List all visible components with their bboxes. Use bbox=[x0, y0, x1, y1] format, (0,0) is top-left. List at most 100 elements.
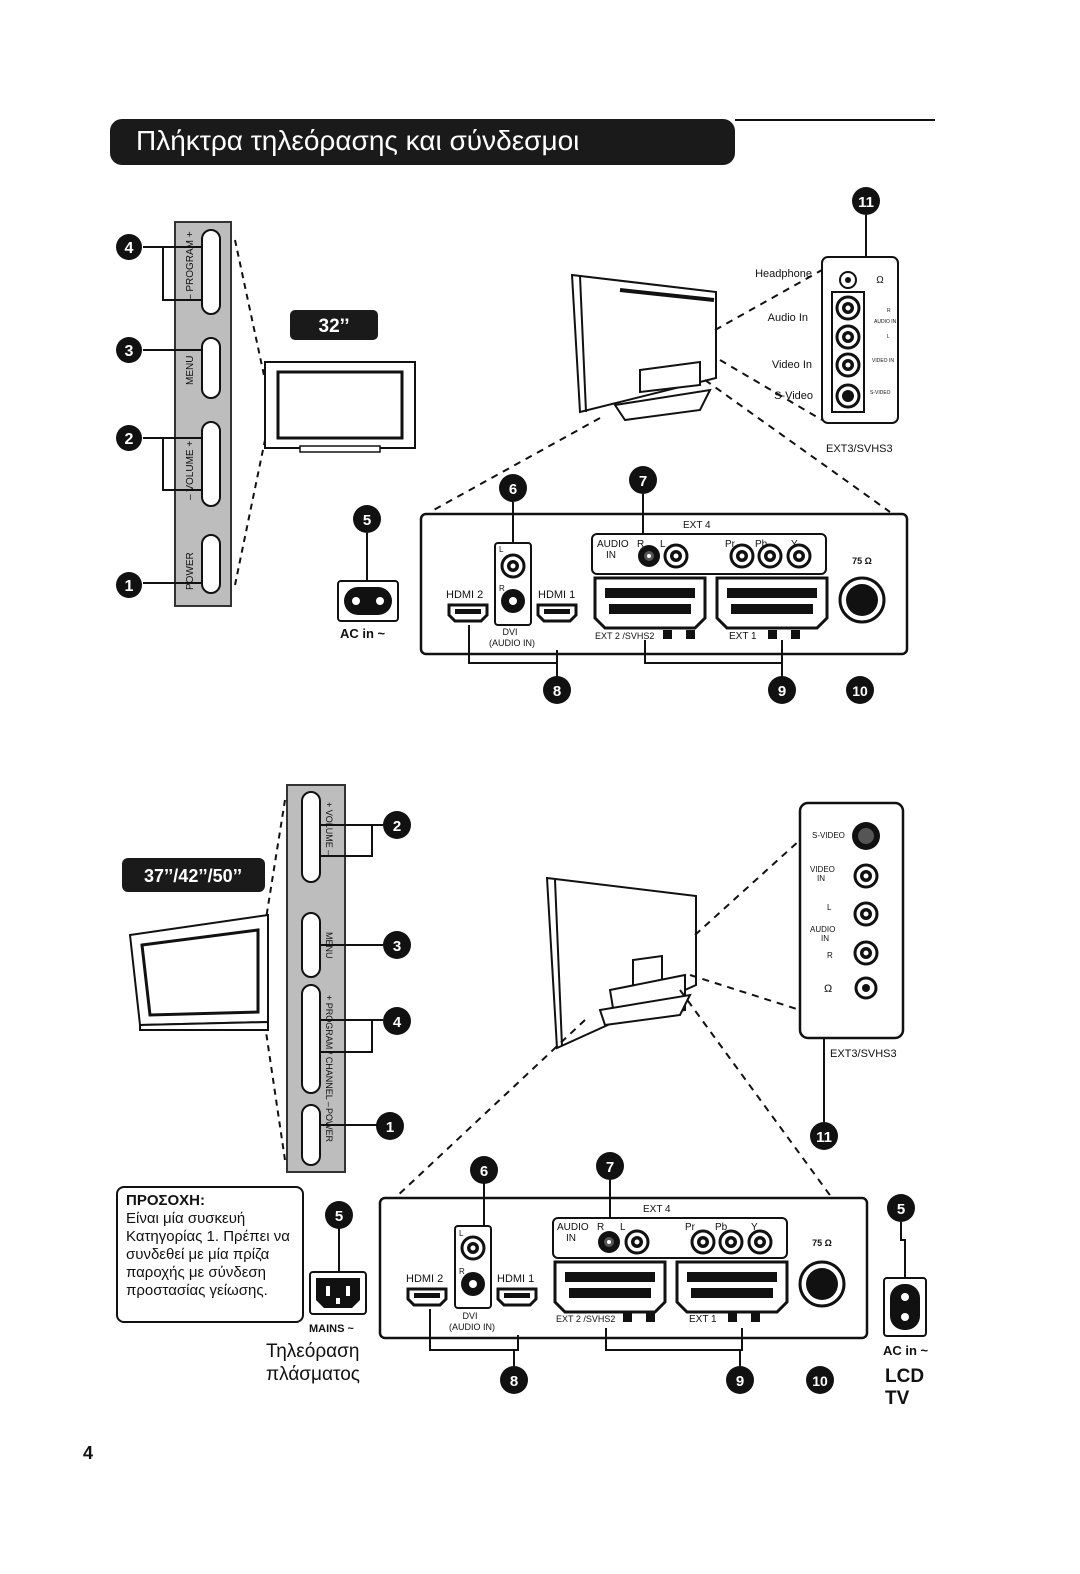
pb-label-large: Pb bbox=[715, 1222, 728, 1233]
callout-7-32: 7 bbox=[629, 466, 657, 494]
volume-label-32: – VOLUME + bbox=[185, 441, 196, 500]
ac-inlet-32 bbox=[337, 580, 399, 622]
video-label-large: VIDEO bbox=[810, 865, 835, 874]
svg-text:10: 10 bbox=[852, 683, 868, 699]
tv-back-large bbox=[545, 876, 697, 1050]
callout-6-large: 6 bbox=[470, 1156, 498, 1184]
callout-8-large: 8 bbox=[500, 1366, 528, 1394]
svideo-label: S-Video bbox=[774, 390, 813, 402]
svg-text:7: 7 bbox=[606, 1159, 614, 1176]
svg-text:R: R bbox=[459, 1267, 465, 1276]
svg-text:75 Ω: 75 Ω bbox=[812, 1238, 832, 1248]
video-in-label-large: IN bbox=[817, 874, 825, 883]
svg-text:4: 4 bbox=[125, 240, 134, 257]
menu-label-32: MENU bbox=[185, 356, 196, 385]
title-rule bbox=[735, 119, 935, 121]
tv-front-large bbox=[128, 913, 269, 1031]
plasma-tv-label: Τηλεόραση πλάσματος bbox=[266, 1341, 360, 1385]
volume-button-large[interactable] bbox=[301, 791, 321, 883]
ext1-label-large: EXT 1 bbox=[689, 1314, 717, 1325]
video-in-label: Video In bbox=[772, 359, 812, 371]
callout-11-32: 11 bbox=[852, 187, 880, 215]
callout-5-lcd: 5 bbox=[887, 1194, 915, 1222]
program-button-large[interactable] bbox=[301, 984, 321, 1094]
ac-in-label-32: AC in ~ bbox=[340, 626, 386, 641]
caution-box: ΠΡΟΣΟΧΗ: Είναι μία συσκευή Κατηγορίας 1.… bbox=[116, 1186, 304, 1323]
size-label-32: 32’’ bbox=[319, 316, 350, 337]
tv-back-32 bbox=[570, 273, 717, 422]
pb-label-32: Pb bbox=[755, 539, 768, 550]
svg-text:3: 3 bbox=[393, 938, 401, 955]
svg-text:8: 8 bbox=[510, 1373, 518, 1390]
svg-text:S-VIDEO: S-VIDEO bbox=[870, 390, 891, 396]
headphone-label: Headphone bbox=[755, 268, 812, 280]
size-badge-large bbox=[122, 858, 265, 892]
svg-text:10: 10 bbox=[812, 1373, 828, 1389]
y-label-large: Y bbox=[751, 1222, 758, 1233]
callout-10-32: 10 bbox=[846, 676, 874, 704]
power-button-32[interactable] bbox=[201, 534, 221, 594]
volume-label-large: + VOLUME – bbox=[324, 802, 334, 855]
program-label-large: + PROGRAM / CHANNEL – bbox=[324, 995, 334, 1107]
svg-text:Ω: Ω bbox=[876, 275, 884, 286]
dvi-audio-label-32: (AUDIO IN) bbox=[489, 638, 535, 648]
l-label-32: L bbox=[660, 539, 666, 550]
r-label-32: R bbox=[637, 539, 644, 550]
svg-text:1: 1 bbox=[386, 1119, 394, 1136]
callout-1-large: 1 bbox=[376, 1112, 404, 1140]
callout-9-32: 9 bbox=[768, 676, 796, 704]
callout-4-32: 4 bbox=[116, 234, 142, 260]
svg-text:Ω: Ω bbox=[824, 983, 832, 995]
svg-text:L: L bbox=[887, 334, 890, 340]
in-label-large: IN bbox=[566, 1233, 576, 1244]
hdmi2-label-32: HDMI 2 bbox=[446, 589, 483, 601]
l-label-large: L bbox=[827, 903, 832, 912]
callout-11-large: 11 bbox=[810, 1122, 838, 1150]
page-title: Πλήκτρα τηλεόρασης και σύνδεσμοι bbox=[136, 125, 580, 156]
callout-7-large: 7 bbox=[596, 1152, 624, 1180]
volume-button-32[interactable] bbox=[201, 421, 221, 507]
svg-text:9: 9 bbox=[736, 1373, 744, 1390]
side-jacks-large: Ω bbox=[798, 801, 905, 1040]
r-label-large: R bbox=[827, 951, 833, 960]
audio-in-label: Audio In bbox=[768, 312, 808, 324]
svg-text:75 Ω: 75 Ω bbox=[852, 556, 872, 566]
callout-8-32: 8 bbox=[543, 676, 571, 704]
power-button-large[interactable] bbox=[301, 1104, 321, 1166]
hdmi2-label-large: HDMI 2 bbox=[406, 1273, 443, 1285]
ext4-label-32: EXT 4 bbox=[683, 520, 711, 531]
svg-text:11: 11 bbox=[858, 194, 874, 211]
svg-text:L: L bbox=[459, 1229, 464, 1238]
mains-inlet bbox=[309, 1271, 367, 1315]
svg-text:6: 6 bbox=[509, 481, 517, 498]
callout-1-32: 1 bbox=[116, 572, 142, 598]
menu-button-32[interactable] bbox=[201, 337, 221, 399]
lcd-tv-label: LCD TV bbox=[885, 1366, 925, 1409]
callout-6-32: 6 bbox=[499, 474, 527, 502]
pr-label-large: Pr bbox=[685, 1222, 696, 1233]
callout-10-large: 10 bbox=[806, 1366, 834, 1394]
callout-2-32: 2 bbox=[116, 425, 142, 451]
menu-button-large[interactable] bbox=[301, 912, 321, 978]
callout-9-large: 9 bbox=[726, 1366, 754, 1394]
l-label-large-rear: L bbox=[620, 1222, 626, 1233]
pr-label-32: Pr bbox=[725, 539, 736, 550]
audio-in-label-large: IN bbox=[821, 934, 829, 943]
callout-5-plasma: 5 bbox=[325, 1201, 353, 1229]
in-label-32: IN bbox=[606, 550, 616, 561]
audio-label-32: AUDIO bbox=[597, 539, 629, 550]
svg-text:1: 1 bbox=[125, 578, 134, 595]
svg-text:3: 3 bbox=[125, 343, 134, 360]
svideo-label-large: S-VIDEO bbox=[812, 831, 845, 840]
svg-text:8: 8 bbox=[553, 683, 561, 700]
svg-text:R: R bbox=[887, 308, 891, 314]
ext4-label-large: EXT 4 bbox=[643, 1204, 671, 1215]
page-number: 4 bbox=[83, 1443, 94, 1463]
program-button-32[interactable] bbox=[201, 229, 221, 315]
svg-text:2: 2 bbox=[393, 818, 401, 835]
rear-panel-32: L R 75 Ω bbox=[419, 512, 909, 656]
caution-text: Είναι μία συσκευή Κατηγορίας 1. Πρέπει ν… bbox=[126, 1210, 290, 1299]
svg-text:9: 9 bbox=[778, 683, 786, 700]
svg-text:L: L bbox=[499, 545, 504, 554]
